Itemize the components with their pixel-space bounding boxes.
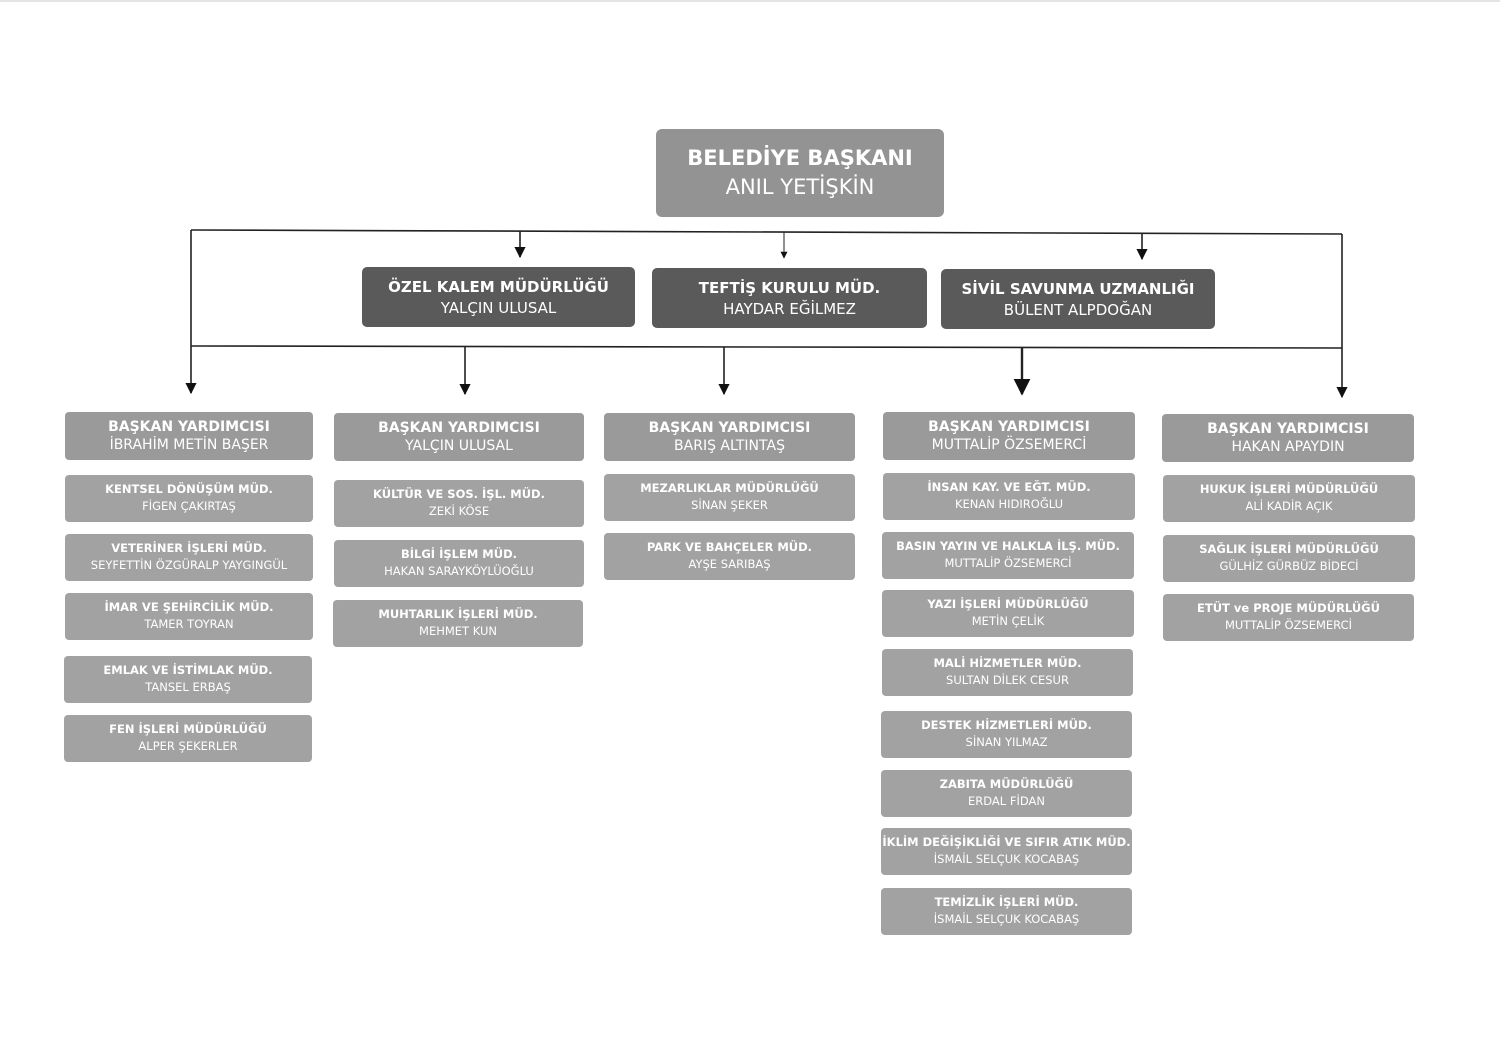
dept-manager: ZEKİ KÖSE xyxy=(428,504,490,518)
dept-title: PARK VE BAHÇELER MÜD. xyxy=(646,540,813,555)
dept-box: BASIN YAYIN VE HALKLA İLŞ. MÜD. MUTTALİP… xyxy=(882,532,1134,579)
dept-title: ETÜT ve PROJE MÜDÜRLÜĞÜ xyxy=(1197,601,1380,616)
lower-connector xyxy=(190,345,1343,349)
dept-title: HUKUK İŞLERİ MÜDÜRLÜĞÜ xyxy=(1199,482,1379,497)
staff-name: HAYDAR EĞİLMEZ xyxy=(723,299,856,318)
dept-manager: MEHMET KUN xyxy=(419,624,497,638)
dept-manager: MUTTALİP ÖZSEMERCİ xyxy=(1224,618,1353,632)
dept-box: TEMİZLİK İŞLERİ MÜD. İSMAİL SELÇUK KOCAB… xyxy=(881,888,1132,935)
vice-name: HAKAN APAYDIN xyxy=(1231,438,1345,455)
dept-box: İNSAN KAY. VE EĞT. MÜD. KENAN HIDIROĞLU xyxy=(883,473,1135,520)
dept-title: KENTSEL DÖNÜŞÜM MÜD. xyxy=(105,482,273,497)
dept-manager: SİNAN YILMAZ xyxy=(965,735,1048,749)
dept-title: İNSAN KAY. VE EĞT. MÜD. xyxy=(927,480,1091,495)
dept-manager: KENAN HIDIROĞLU xyxy=(954,497,1064,511)
dept-title: DESTEK HİZMETLERİ MÜD. xyxy=(921,718,1092,733)
dept-manager: ALİ KADİR AÇIK xyxy=(1245,499,1333,513)
dept-box: İMAR VE ŞEHİRCİLİK MÜD. TAMER TOYRAN xyxy=(65,593,313,640)
dept-manager: TANSEL ERBAŞ xyxy=(145,680,231,694)
dept-box: MUHTARLIK İŞLERİ MÜD. MEHMET KUN xyxy=(333,600,583,647)
dept-manager: GÜLHİZ GÜRBÜZ BİDECİ xyxy=(1219,559,1359,573)
upper-connector xyxy=(190,229,1343,235)
dept-box: YAZI İŞLERİ MÜDÜRLÜĞÜ METİN ÇELİK xyxy=(882,590,1134,637)
dept-title: BİLGİ İŞLEM MÜD. xyxy=(401,547,517,562)
dept-title: BASIN YAYIN VE HALKLA İLŞ. MÜD. xyxy=(896,539,1120,554)
vice-mayor-box-3: BAŞKAN YARDIMCISI BARIŞ ALTINTAŞ xyxy=(604,413,855,461)
dept-box: PARK VE BAHÇELER MÜD. AYŞE SARIBAŞ xyxy=(604,533,855,580)
vice-mayor-box-1: BAŞKAN YARDIMCISI İBRAHİM METİN BAŞER xyxy=(65,412,313,460)
dept-manager: FİGEN ÇAKIRTAŞ xyxy=(142,499,236,513)
dept-manager: TAMER TOYRAN xyxy=(144,617,234,631)
dept-box: DESTEK HİZMETLERİ MÜD. SİNAN YILMAZ xyxy=(881,711,1132,758)
dept-manager: SİNAN ŞEKER xyxy=(691,498,768,512)
staff-box-private-office: ÖZEL KALEM MÜDÜRLÜĞÜ YALÇIN ULUSAL xyxy=(362,267,635,327)
dept-title: FEN İŞLERİ MÜDÜRLÜĞÜ xyxy=(109,722,267,737)
dept-box: ZABITA MÜDÜRLÜĞÜ ERDAL FİDAN xyxy=(881,770,1132,817)
staff-box-inspection: TEFTİŞ KURULU MÜD. HAYDAR EĞİLMEZ xyxy=(652,268,927,328)
dept-title: MEZARLIKLAR MÜDÜRLÜĞÜ xyxy=(640,481,819,496)
dept-box: KÜLTÜR VE SOS. İŞL. MÜD. ZEKİ KÖSE xyxy=(334,480,584,527)
dept-manager: SULTAN DİLEK CESUR xyxy=(946,673,1069,687)
scan-edge xyxy=(0,0,1500,2)
vice-name: MUTTALİP ÖZSEMERCİ xyxy=(931,436,1087,453)
dept-title: MUHTARLIK İŞLERİ MÜD. xyxy=(378,607,538,622)
dept-title: TEMİZLİK İŞLERİ MÜD. xyxy=(934,895,1079,910)
staff-title: TEFTİŞ KURULU MÜD. xyxy=(698,278,881,297)
vice-name: İBRAHİM METİN BAŞER xyxy=(109,436,269,453)
vice-mayor-box-2: BAŞKAN YARDIMCISI YALÇIN ULUSAL xyxy=(334,413,584,461)
vice-title: BAŞKAN YARDIMCISI xyxy=(928,418,1090,435)
staff-name: BÜLENT ALPDOĞAN xyxy=(1003,300,1153,319)
dept-box: MALİ HİZMETLER MÜD. SULTAN DİLEK CESUR xyxy=(882,649,1133,696)
vice-title: BAŞKAN YARDIMCISI xyxy=(378,419,540,436)
dept-box: HUKUK İŞLERİ MÜDÜRLÜĞÜ ALİ KADİR AÇIK xyxy=(1163,475,1415,522)
mayor-name: ANIL YETİŞKİN xyxy=(725,175,875,199)
dept-manager: ERDAL FİDAN xyxy=(968,794,1045,808)
dept-box: FEN İŞLERİ MÜDÜRLÜĞÜ ALPER ŞEKERLER xyxy=(64,715,312,762)
dept-box: SAĞLIK İŞLERİ MÜDÜRLÜĞÜ GÜLHİZ GÜRBÜZ Bİ… xyxy=(1163,535,1415,582)
vice-name: YALÇIN ULUSAL xyxy=(405,437,513,454)
vice-mayor-box-4: BAŞKAN YARDIMCISI MUTTALİP ÖZSEMERCİ xyxy=(883,412,1135,460)
dept-box: BİLGİ İŞLEM MÜD. HAKAN SARAYKÖYLÜOĞLU xyxy=(334,540,584,587)
dept-title: VETERİNER İŞLERİ MÜD. xyxy=(111,541,267,556)
dept-title: İKLİM DEĞİŞİKLİĞİ VE SIFIR ATIK MÜD. xyxy=(882,835,1131,850)
vice-name: BARIŞ ALTINTAŞ xyxy=(674,437,785,454)
vice-title: BAŞKAN YARDIMCISI xyxy=(1207,420,1369,437)
dept-manager: METİN ÇELİK xyxy=(971,614,1045,628)
dept-box: ETÜT ve PROJE MÜDÜRLÜĞÜ MUTTALİP ÖZSEMER… xyxy=(1163,594,1414,641)
dept-title: SAĞLIK İŞLERİ MÜDÜRLÜĞÜ xyxy=(1199,542,1379,557)
dept-manager: ALPER ŞEKERLER xyxy=(138,739,238,753)
dept-title: KÜLTÜR VE SOS. İŞL. MÜD. xyxy=(373,487,545,502)
staff-title: SİVİL SAVUNMA UZMANLIĞI xyxy=(961,279,1195,298)
vice-title: BAŞKAN YARDIMCISI xyxy=(108,418,270,435)
staff-name: YALÇIN ULUSAL xyxy=(440,298,557,317)
dept-manager: MUTTALİP ÖZSEMERCİ xyxy=(944,556,1072,570)
vice-title: BAŞKAN YARDIMCISI xyxy=(648,419,811,436)
dept-title: EMLAK VE İSTİMLAK MÜD. xyxy=(103,663,273,678)
dept-manager: İSMAİL SELÇUK KOCABAŞ xyxy=(933,912,1080,926)
mayor-box: BELEDİYE BAŞKANI ANIL YETİŞKİN xyxy=(656,129,944,217)
dept-title: İMAR VE ŞEHİRCİLİK MÜD. xyxy=(104,600,274,615)
dept-title: YAZI İŞLERİ MÜDÜRLÜĞÜ xyxy=(927,597,1089,612)
dept-title: ZABITA MÜDÜRLÜĞÜ xyxy=(939,777,1074,792)
dept-box: EMLAK VE İSTİMLAK MÜD. TANSEL ERBAŞ xyxy=(64,656,312,703)
staff-box-civil-defense: SİVİL SAVUNMA UZMANLIĞI BÜLENT ALPDOĞAN xyxy=(941,269,1215,329)
dept-manager: İSMAİL SELÇUK KOCABAŞ xyxy=(933,852,1080,866)
dept-manager: SEYFETTİN ÖZGÜRALP YAYGINGÜL xyxy=(90,558,288,572)
dept-title: MALİ HİZMETLER MÜD. xyxy=(933,656,1082,671)
dept-manager: HAKAN SARAYKÖYLÜOĞLU xyxy=(384,564,534,578)
dept-box: VETERİNER İŞLERİ MÜD. SEYFETTİN ÖZGÜRALP… xyxy=(65,534,313,581)
mayor-title: BELEDİYE BAŞKANI xyxy=(687,145,913,170)
dept-box: İKLİM DEĞİŞİKLİĞİ VE SIFIR ATIK MÜD. İSM… xyxy=(881,828,1132,875)
dept-manager: AYŞE SARIBAŞ xyxy=(688,557,771,571)
staff-title: ÖZEL KALEM MÜDÜRLÜĞÜ xyxy=(388,277,609,296)
dept-box: KENTSEL DÖNÜŞÜM MÜD. FİGEN ÇAKIRTAŞ xyxy=(65,475,313,522)
dept-box: MEZARLIKLAR MÜDÜRLÜĞÜ SİNAN ŞEKER xyxy=(604,474,855,521)
vice-mayor-box-5: BAŞKAN YARDIMCISI HAKAN APAYDIN xyxy=(1162,414,1414,462)
